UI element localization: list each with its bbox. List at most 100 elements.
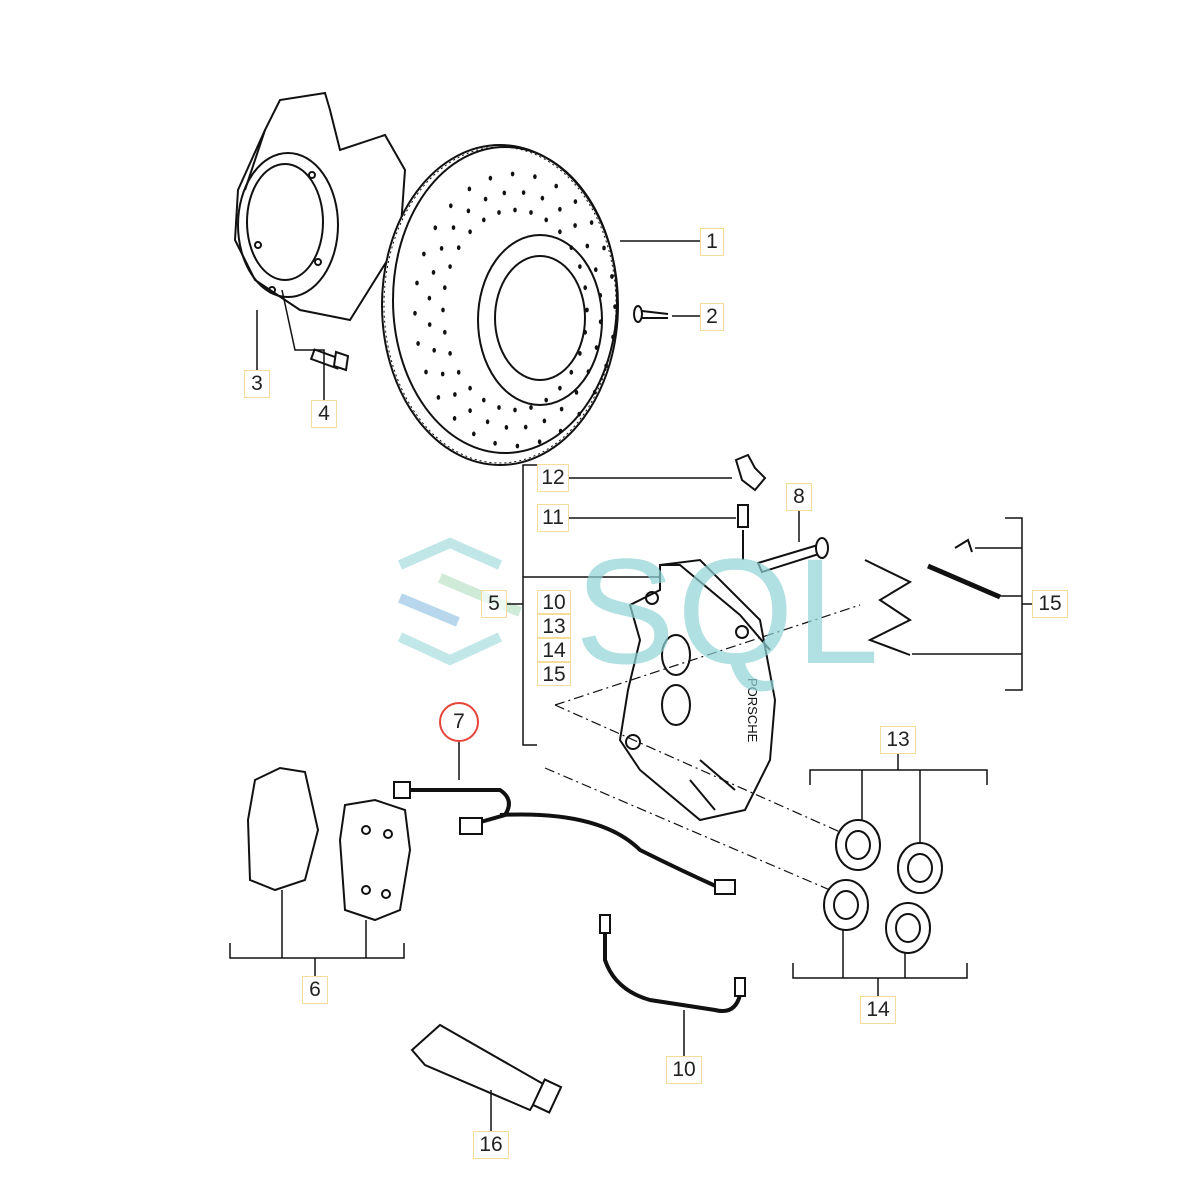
callout-13[interactable]: 13 [537, 614, 571, 638]
rotor-drill-hole [427, 295, 432, 301]
rotor-drill-hole [432, 347, 437, 353]
brake-caliper: PORSCHE [618, 558, 777, 822]
callout-1[interactable]: 1 [700, 228, 724, 256]
callout-14-seals[interactable]: 14 [860, 996, 896, 1024]
callout-15-pins[interactable]: 15 [1032, 590, 1068, 618]
rotor-drill-hole [436, 395, 441, 400]
rotor-drill-hole [573, 223, 577, 228]
rotor-drill-hole [497, 405, 501, 410]
brake-pads [246, 766, 412, 922]
rotor-drill-hole [468, 385, 472, 391]
callout-10-line[interactable]: 10 [666, 1056, 702, 1084]
rotor-drill-hole [472, 431, 476, 437]
rotor-drill-hole [558, 428, 563, 434]
rotor-drill-hole [468, 229, 472, 235]
rotor-drill-hole [504, 425, 509, 430]
callout-4[interactable]: 4 [311, 400, 337, 428]
rotor-drill-hole [537, 439, 542, 445]
rotor-drill-hole [521, 190, 526, 196]
rotor-drill-hole [598, 293, 603, 298]
rotor-drill-hole [502, 190, 507, 196]
rotor-drill-hole [583, 329, 587, 335]
rotor-drill-hole [468, 408, 472, 414]
rotor-drill-hole [413, 310, 417, 316]
brake-hose [599, 914, 746, 1013]
rotor-drill-hole [533, 174, 537, 180]
rotor-drill-hole [433, 225, 438, 231]
rotor-drill-hole [482, 397, 486, 403]
rotor-drill-hole [513, 407, 517, 413]
rotor-drill-hole [443, 329, 447, 335]
callout-2[interactable]: 2 [700, 303, 724, 331]
rotor-drill-hole [589, 220, 594, 226]
rotor-drill-hole [452, 416, 457, 421]
rotor-drill-hole [529, 405, 533, 410]
rotor-drill-hole [431, 270, 436, 275]
callout-3[interactable]: 3 [244, 370, 270, 398]
rotor-drill-hole [598, 319, 603, 325]
rotor-drill-hole [578, 351, 582, 356]
rotor-drill-hole [578, 264, 582, 269]
rotor-drill-hole [558, 229, 562, 235]
rotor-drill-hole [453, 392, 457, 397]
rotor-drill-hole [559, 406, 564, 412]
rotor-drill-hole [416, 341, 420, 346]
rotor-drill-hole [594, 345, 599, 350]
callout-13-seals[interactable]: 13 [880, 726, 916, 754]
rotor-drill-hole [456, 369, 461, 375]
callout-11[interactable]: 11 [537, 504, 569, 532]
rotor-drill-hole [422, 251, 426, 257]
callout-8[interactable]: 8 [786, 483, 812, 511]
rotor-drill-hole [583, 285, 587, 291]
rotor-drill-hole [594, 267, 598, 273]
rotor-drill-hole [585, 243, 590, 249]
rotor-drill-hole [424, 369, 428, 375]
rotor-drill-hole [466, 208, 471, 214]
shield-bolt [309, 348, 350, 372]
callout-10[interactable]: 10 [537, 590, 571, 614]
rotor-drill-hole [456, 245, 461, 251]
leader-lines [229, 240, 1032, 1131]
callout-5[interactable]: 5 [481, 590, 507, 618]
rotor-drill-hole [483, 196, 488, 202]
rotor-drill-hole [448, 351, 452, 356]
rotor-drill-hole [573, 199, 578, 205]
rotor-drill-hole [577, 411, 581, 417]
rotor-drill-hole [610, 274, 614, 279]
rotor-drill-hole [449, 203, 453, 209]
rotor-drill-hole [482, 217, 486, 223]
rotor-drill-hole [515, 443, 520, 449]
rotor-drill-hole [451, 225, 456, 231]
rotor-drill-hole [602, 245, 606, 251]
callout-15[interactable]: 15 [537, 662, 571, 686]
rotor-drill-hole [585, 307, 589, 313]
rotor-screw [633, 305, 669, 323]
callout-7-highlighted[interactable]: 7 [439, 702, 479, 742]
rotor-drill-hole [558, 385, 562, 391]
callout-16[interactable]: 16 [473, 1131, 509, 1159]
rotor-drill-hole [529, 210, 533, 215]
rotor-drill-hole [569, 369, 574, 375]
rotor-drill-hole [544, 397, 548, 403]
rotor-drill-hole [540, 195, 545, 201]
rotor-drill-hole [554, 183, 558, 189]
rotor-drill-hole [439, 246, 444, 251]
callout-6[interactable]: 6 [302, 976, 328, 1004]
rotor-drill-hole [427, 322, 432, 327]
brake-rotor [381, 144, 619, 466]
dust-shield [233, 91, 407, 322]
pad-pins-spring [864, 538, 1001, 656]
caliper-text: PORSCHE [745, 678, 760, 743]
rotor-drill-hole [441, 307, 445, 313]
grease-tube [410, 1023, 563, 1114]
rotor-drill-hole [467, 186, 472, 192]
callout-14[interactable]: 14 [537, 638, 571, 662]
callout-12[interactable]: 12 [537, 464, 569, 492]
bleeder-cap [734, 453, 767, 492]
rotor-drill-hole [586, 369, 591, 374]
rotor-drill-hole [448, 264, 452, 269]
caliper-kit-callouts: 10 13 14 15 [537, 590, 571, 686]
rotor-drill-hole [488, 175, 493, 181]
